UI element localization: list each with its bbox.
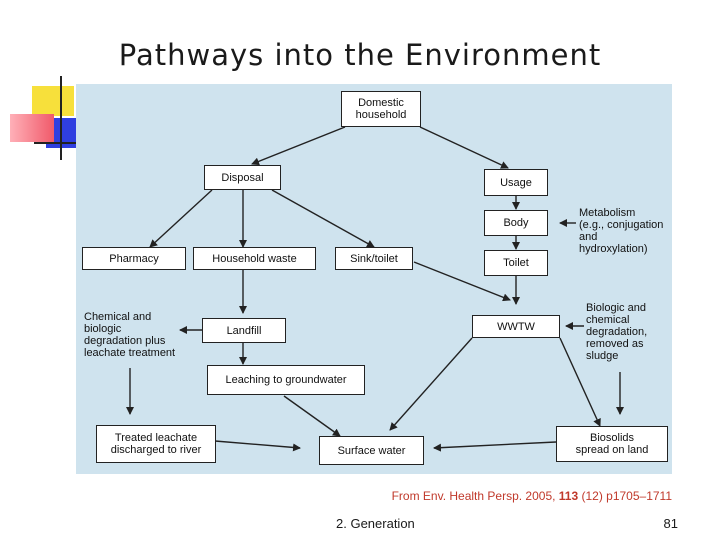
page-title: Pathways into the Environment [118,38,602,72]
deco-red-square [10,114,54,142]
node-pharmacy: Pharmacy [82,247,186,270]
arrow-leaching-surface [283,395,341,437]
arrow-disposal-sink [271,189,375,248]
node-sink-toilet: Sink/toilet [335,247,413,270]
arrow-biosolids-surface [433,441,557,452]
footer-section-label: 2. Generation [336,516,415,531]
arrow-sink-wwtw [413,261,511,302]
node-treated-leachate: Treated leachate discharged to river [96,425,216,463]
node-usage: Usage [484,169,548,196]
node-landfill: Landfill [202,318,286,343]
note-biologic-degradation: Biologic and chemical degradation, remov… [586,302,648,362]
node-disposal: Disposal [204,165,281,190]
node-wwtw: WWTW [472,315,560,338]
arrow-domestic-disposal [251,126,346,166]
deco-yellow-square [32,86,74,116]
node-biosolids: Biosolids spread on land [556,426,668,462]
deco-vertical-line [60,76,62,160]
citation-volume: 113 [558,489,579,503]
note-metabolism: Metabolism (e.g., conjugation and hydrox… [579,207,664,255]
node-domestic-household: Domestic household [341,91,421,127]
footer-page-number: 81 [663,516,678,531]
citation-prefix: From Env. Health Persp. 2005, [391,489,559,503]
node-household-waste: Household waste [193,247,316,270]
node-leaching-to-groundwater: Leaching to groundwater [207,365,365,395]
citation-suffix: (12) p1705–1711 [578,489,672,503]
node-toilet: Toilet [484,250,548,276]
arrow-disposal-pharmacy [149,189,213,248]
citation: From Env. Health Persp. 2005, 113 (12) p… [392,489,672,503]
arrow-wwtw-surface [389,337,473,431]
arrow-wwtw-biosolids [559,337,601,427]
arrow-domestic-usage [419,126,509,169]
note-chemical-degradation: Chemical and biologic degradation plus l… [84,311,176,359]
node-surface-water: Surface water [319,436,424,465]
node-body: Body [484,210,548,236]
diagram-background [76,84,672,474]
arrow-treated-surface [214,440,301,452]
deco-horizontal-line [34,142,78,144]
